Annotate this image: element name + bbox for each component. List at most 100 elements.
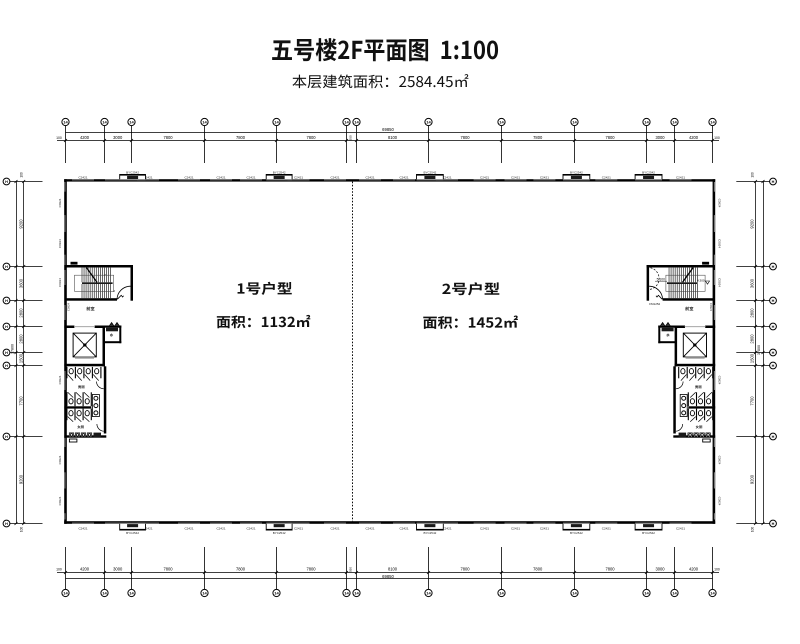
svg-text:9200: 9200 [18,219,23,229]
svg-text:7800: 7800 [163,135,173,140]
svg-text:H: H [772,351,775,355]
svg-text:14: 14 [129,120,134,125]
svg-text:H: H [5,364,8,368]
svg-text:14: 14 [499,120,504,125]
svg-text:C2421: C2421 [294,527,303,531]
svg-text:C2421: C2421 [365,527,374,531]
svg-text:C0924: C0924 [58,239,62,248]
svg-text:H: H [5,299,8,303]
svg-text:4200: 4200 [689,135,699,140]
svg-text:7800: 7800 [306,567,316,572]
svg-text:C0924: C0924 [717,239,721,248]
svg-text:4200: 4200 [80,135,90,140]
svg-text:100: 100 [751,172,755,178]
svg-text:100: 100 [714,136,720,140]
svg-text:100: 100 [751,527,755,533]
svg-text:H: H [5,522,8,526]
svg-text:100: 100 [56,136,62,140]
svg-text:14: 14 [274,120,279,125]
svg-text:9200: 9200 [750,474,755,484]
svg-text:C2421: C2421 [540,175,549,179]
svg-text:69850: 69850 [382,574,394,579]
svg-text:H: H [5,351,8,355]
svg-text:7800: 7800 [533,567,543,572]
svg-text:BYC2542: BYC2542 [273,170,286,174]
svg-text:14: 14 [344,591,349,596]
svg-text:3000: 3000 [113,135,123,140]
svg-text:C0924: C0924 [717,497,721,506]
svg-text:14: 14 [344,120,349,125]
svg-text:3600: 3600 [18,278,23,288]
svg-text:2800: 2800 [750,308,755,318]
svg-text:7800: 7800 [605,135,615,140]
svg-text:69850: 69850 [382,127,394,132]
svg-text:2800: 2800 [750,334,755,344]
svg-text:14: 14 [572,591,577,596]
svg-text:14: 14 [672,591,677,596]
svg-text:BYC2542: BYC2542 [423,531,436,535]
svg-text:7800: 7800 [236,135,246,140]
svg-text:H: H [5,325,8,329]
svg-text:14: 14 [644,120,649,125]
svg-text:C2421: C2421 [78,527,87,531]
svg-text:C2421: C2421 [294,175,303,179]
svg-text:7700: 7700 [750,396,755,406]
svg-text:BYC2542: BYC2542 [570,531,583,535]
svg-text:100: 100 [714,568,720,572]
svg-text:14: 14 [63,591,68,596]
svg-text:C2421: C2421 [602,175,611,179]
svg-text:C2421: C2421 [511,527,520,531]
svg-text:8100: 8100 [388,567,398,572]
svg-text:C2421: C2421 [216,175,225,179]
svg-text:7800: 7800 [460,135,470,140]
svg-text:14: 14 [710,591,715,596]
svg-text:C0924: C0924 [717,199,721,208]
svg-text:C2421: C2421 [442,527,451,531]
svg-text:14: 14 [102,591,107,596]
svg-text:C2421: C2421 [143,527,152,531]
svg-text:3000: 3000 [655,135,665,140]
svg-text:BYC2542: BYC2542 [273,531,286,535]
svg-text:5.100: 5.100 [657,277,665,281]
svg-text:C2421: C2421 [540,527,549,531]
svg-text:C2421: C2421 [246,527,255,531]
svg-text:H: H [772,325,775,329]
svg-text:H: H [772,299,775,303]
svg-text:H: H [772,522,775,526]
svg-text:C0924: C0924 [67,302,71,311]
svg-text:C2421: C2421 [143,175,152,179]
svg-text:100: 100 [56,568,62,572]
svg-text:H: H [772,180,775,184]
svg-text:C2421: C2421 [330,175,339,179]
svg-text:2800: 2800 [18,334,23,344]
svg-text:14: 14 [426,120,431,125]
svg-text:H: H [5,180,8,184]
svg-text:4200: 4200 [689,567,699,572]
svg-text:C2421: C2421 [676,527,685,531]
svg-text:14: 14 [274,591,279,596]
svg-text:7800: 7800 [236,567,246,572]
svg-text:C0924: C0924 [58,375,62,384]
svg-text:C2421: C2421 [216,527,225,531]
svg-text:H: H [772,435,775,439]
svg-text:14: 14 [672,120,677,125]
svg-text:BYC2542: BYC2542 [642,170,655,174]
svg-text:7800: 7800 [460,567,470,572]
svg-text:9200: 9200 [750,219,755,229]
svg-text:H: H [5,265,8,269]
svg-text:37800: 37800 [757,345,761,355]
svg-text:2: 2 [113,289,115,293]
svg-text:H: H [772,364,775,368]
svg-text:7800: 7800 [306,135,316,140]
svg-text:14: 14 [572,120,577,125]
svg-text:14: 14 [354,120,359,125]
svg-text:14: 14 [202,120,207,125]
svg-text:3000: 3000 [113,567,123,572]
svg-text:C0924: C0924 [58,455,62,464]
svg-text:C0924: C0924 [709,303,713,312]
svg-text:3600: 3600 [750,278,755,288]
svg-text:4200: 4200 [80,567,90,572]
svg-text:C2421: C2421 [480,527,489,531]
svg-text:BYC2542: BYC2542 [126,170,139,174]
svg-text:C0924: C0924 [58,496,62,505]
